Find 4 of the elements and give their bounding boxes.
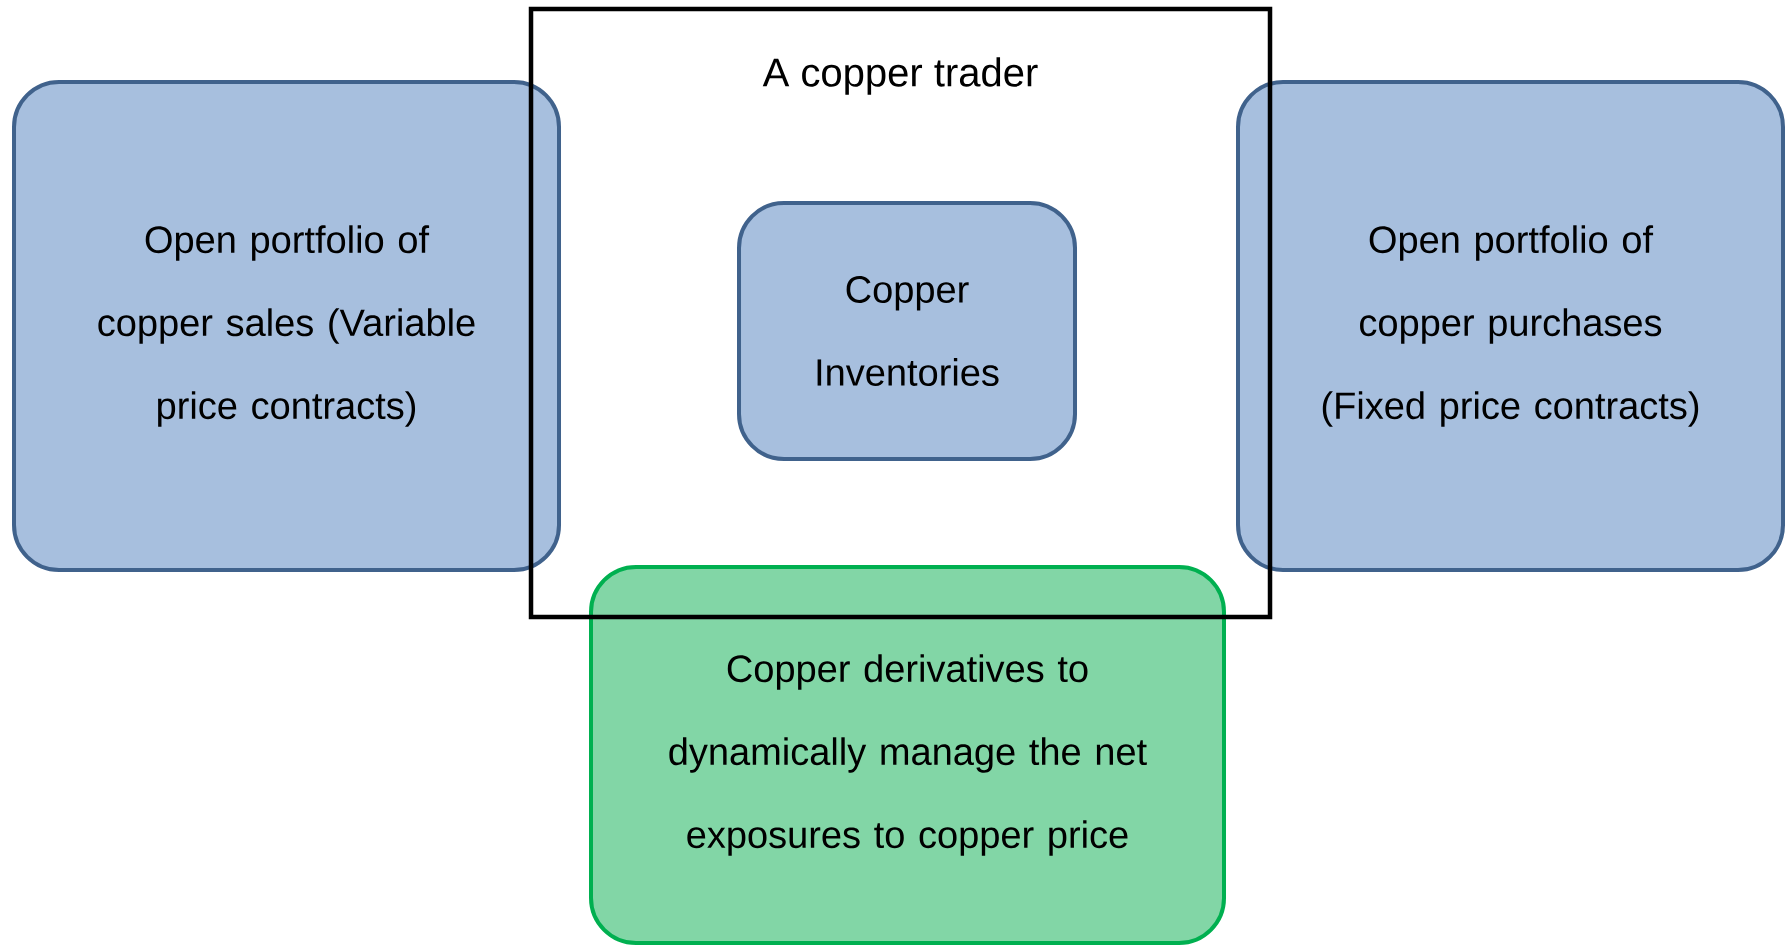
rounded-box: Copper derivatives to dynamically manage the net exposures to copper price: [589, 565, 1226, 945]
rounded-box: Open portfolio of copper sales (Variable price contracts): [12, 80, 561, 572]
rounded-box: Open portfolio of copper purchases (Fixed price contracts): [1236, 80, 1785, 572]
rounded-box: Copper Inventories: [737, 201, 1077, 461]
